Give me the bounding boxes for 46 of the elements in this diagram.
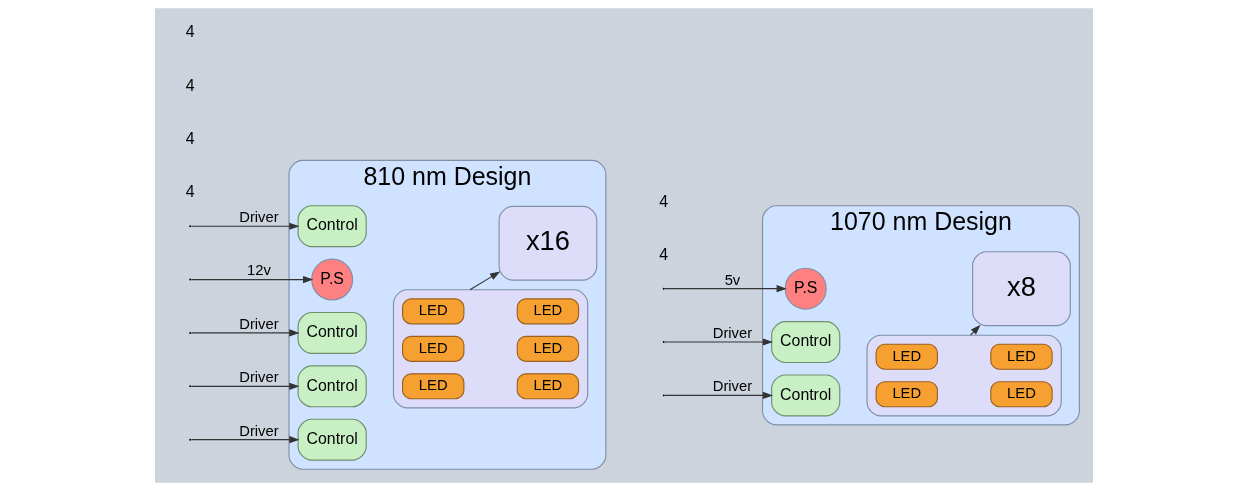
arrow — [190, 382, 299, 390]
arrow — [663, 285, 787, 293]
arrow — [969, 324, 981, 336]
node-box: x8 — [971, 251, 1071, 327]
node-box: LED — [875, 343, 938, 370]
edge-label: Driver — [712, 378, 752, 395]
arrow — [468, 271, 500, 291]
node-box: Control — [297, 365, 367, 408]
node-circle: P.S — [784, 267, 827, 310]
arrow — [190, 276, 313, 284]
label: 4 — [658, 245, 668, 263]
arrow — [663, 338, 773, 346]
arrow — [663, 391, 773, 399]
label: 4 — [185, 23, 195, 41]
node-box: Control — [297, 418, 367, 461]
edge-label: Driver — [712, 324, 752, 341]
node-box: LED — [401, 373, 464, 400]
edge-label: Driver — [238, 315, 279, 332]
edge-label: 12v — [246, 262, 271, 279]
node-box: LED — [516, 298, 579, 325]
node-box: LED — [516, 335, 579, 362]
arrow — [190, 436, 299, 444]
node-box: x16 — [498, 205, 597, 281]
edge-label: Driver — [238, 422, 279, 439]
node-box: LED — [401, 298, 464, 325]
node-box: Control — [770, 321, 840, 364]
edge-label: 5v — [724, 271, 740, 288]
edge-label: Driver — [238, 209, 279, 226]
node-box: LED — [875, 381, 938, 408]
node-box: LED — [989, 343, 1053, 370]
node-box: LED — [516, 373, 579, 400]
node-box: Control — [297, 311, 367, 354]
node-box: Control — [297, 205, 367, 248]
node-box: LED — [989, 381, 1053, 408]
edge-label: Driver — [238, 369, 279, 386]
label: 4 — [658, 192, 668, 210]
label: 4 — [185, 183, 195, 201]
label: 4 — [185, 130, 195, 148]
node-circle: P.S — [310, 258, 353, 301]
arrow — [190, 329, 299, 337]
cluster — [865, 334, 1062, 417]
node-box: Control — [770, 374, 840, 417]
node-box: LED — [401, 335, 464, 362]
cluster — [392, 289, 588, 409]
label: 4 — [185, 76, 195, 94]
arrow — [190, 222, 299, 230]
